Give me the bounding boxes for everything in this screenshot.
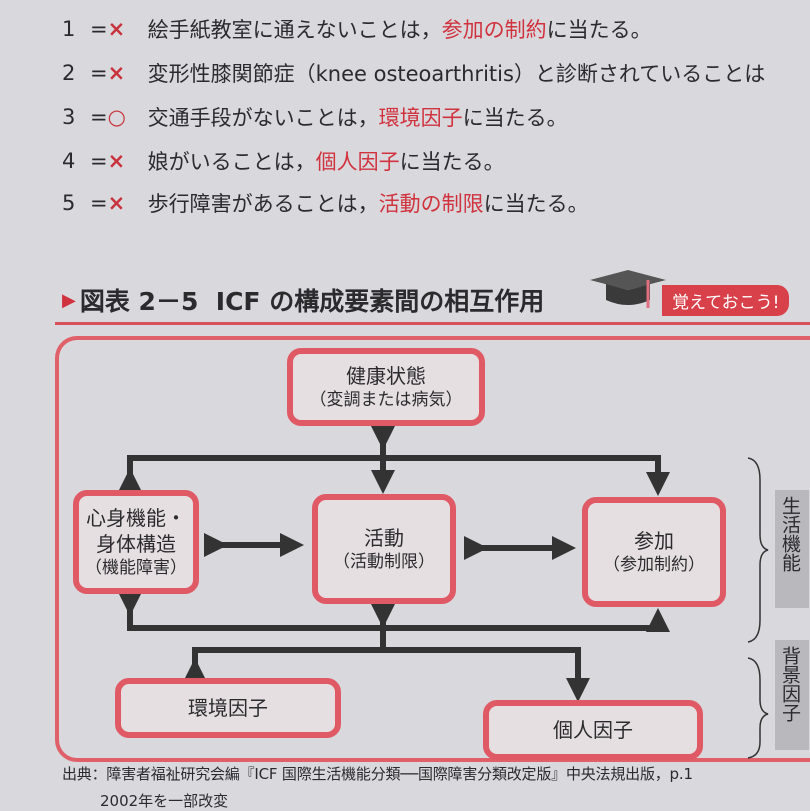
divider <box>55 322 810 325</box>
arrow-context-bus <box>183 647 590 702</box>
triangle-icon: ▶ <box>62 289 76 311</box>
circle-mark-icon: ○ <box>107 105 126 129</box>
cross-mark-icon: × <box>107 61 126 85</box>
cross-mark-icon: × <box>107 149 126 173</box>
diagram-frame <box>55 336 810 762</box>
box-activity: 活動 （活動制限） <box>312 494 456 604</box>
box-health-condition: 健康状態 （変調または病気） <box>287 348 485 426</box>
source-citation-2: 2002年を一部改変 <box>100 792 229 810</box>
answer-2: 2= × 変形性膝関節症（knee osteoarthritis）と診断されてい… <box>62 61 766 86</box>
answer-1: 1= × 絵手紙教室に通えないことは，参加の制約に当たる。 <box>62 17 652 42</box>
bracket-contextual <box>747 657 769 759</box>
source-citation: 出典：障害者福祉研究会編『ICF 国際生活機能分類──国際障害分類改定版』中央法… <box>62 765 693 783</box>
label-contextual-factors: 背景因子 <box>775 640 809 750</box>
arrow-top-bus <box>118 455 670 496</box>
arrow-bottom-bus <box>118 592 670 632</box>
box-environmental-factors: 環境因子 <box>115 678 341 738</box>
answer-4: 4= × 娘がいることは，個人因子に当たる。 <box>62 149 505 174</box>
box-personal-factors: 個人因子 <box>483 700 703 760</box>
box-body-functions: 心身機能・ 身体構造 （機能障害） <box>73 490 199 594</box>
bracket-functioning <box>747 457 769 643</box>
label-functioning: 生活機能 <box>775 490 809 608</box>
answer-5: 5= × 歩行障害があることは，活動の制限に当たる。 <box>62 191 589 216</box>
answer-3: 3= ○ 交通手段がないことは，環境因子に当たる。 <box>62 105 568 130</box>
box-participation: 参加 （参加制約） <box>582 497 726 607</box>
cross-mark-icon: × <box>107 17 126 41</box>
figure-title: ▶ 図表 2－5 ICF の構成要素間の相互作用 <box>62 287 545 316</box>
remember-badge: 覚えておこう! <box>662 285 790 316</box>
cross-mark-icon: × <box>107 191 126 215</box>
graduation-cap-icon <box>590 270 666 308</box>
